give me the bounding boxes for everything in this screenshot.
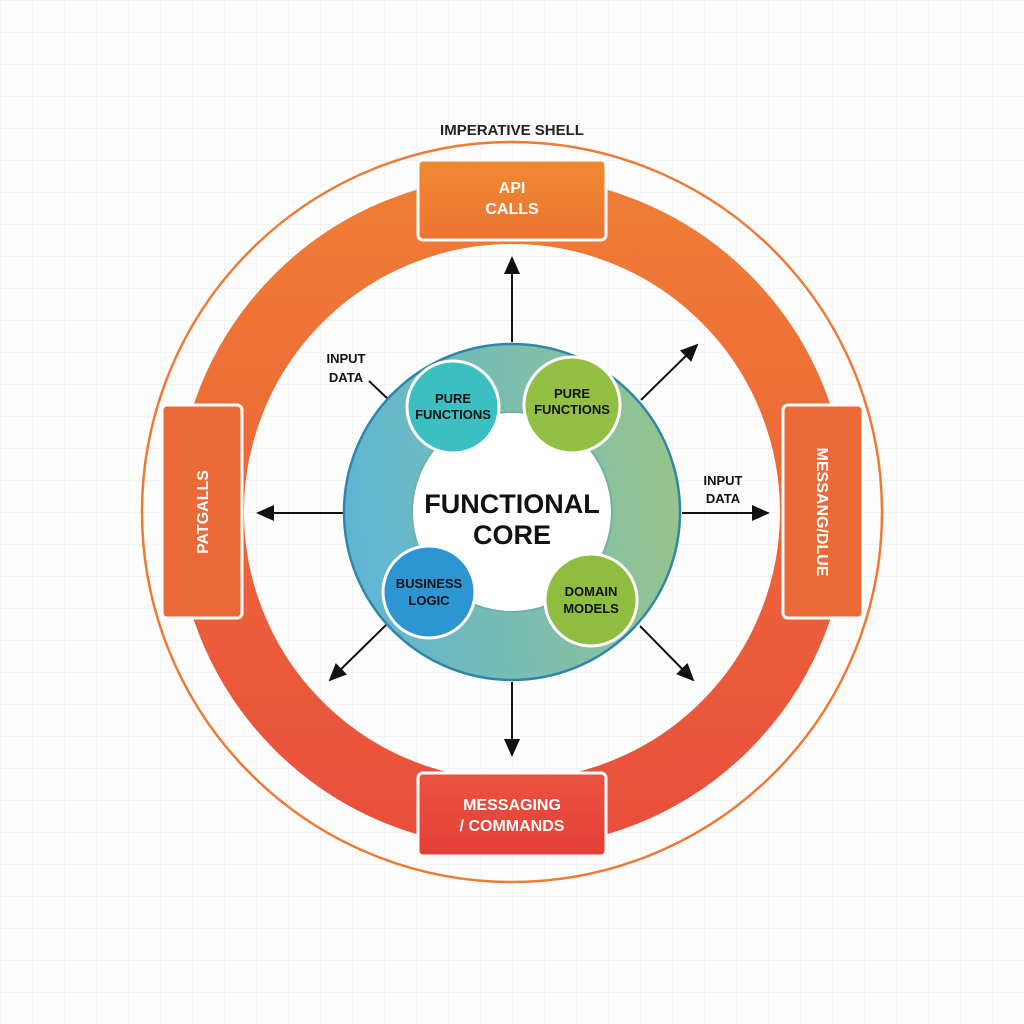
box-messaging-commands: MESSAGING / COMMANDS [416, 771, 608, 858]
node-label: PURE [554, 386, 590, 401]
box-label: MESSAGING [463, 797, 561, 814]
input-data-label-right-line2: DATA [706, 491, 741, 506]
input-data-label-left-line1: INPUT [327, 351, 366, 366]
node-pure-functions-1: PURE FUNCTIONS [405, 359, 501, 455]
box-label: / COMMANDS [460, 818, 565, 835]
box-label: API [499, 180, 526, 197]
core-title-line2: CORE [473, 520, 551, 550]
input-data-label-left-line2: DATA [329, 370, 364, 385]
outer-shell-boundary [140, 140, 884, 884]
input-data-pointer [368, 380, 389, 400]
node-label: DOMAIN [565, 584, 618, 599]
arrow-down-right [639, 625, 695, 682]
input-data-label-right-line1: INPUT [704, 473, 743, 488]
node-label: FUNCTIONS [534, 402, 610, 417]
box-label: CALLS [485, 201, 539, 218]
box-label: MESSANG/DLUE [813, 448, 830, 577]
node-label: BUSINESS [396, 576, 463, 591]
box-api-calls: API CALLS [416, 158, 608, 242]
diagram-title: IMPERATIVE SHELL [440, 122, 584, 139]
node-domain-models: DOMAIN MODELS [543, 552, 639, 648]
arrow-down-left [328, 624, 387, 682]
box-label: PATGALLS [195, 470, 212, 554]
arrows [256, 256, 770, 757]
node-label: MODELS [563, 601, 619, 616]
node-label: FUNCTIONS [415, 407, 491, 422]
node-label: PURE [435, 391, 471, 406]
node-label: LOGIC [408, 593, 450, 608]
node-business-logic: BUSINESS LOGIC [381, 544, 477, 640]
core-title-line1: FUNCTIONAL [424, 489, 599, 519]
box-right: MESSANG/DLUE [781, 403, 865, 620]
node-pure-functions-2: PURE FUNCTIONS [522, 355, 622, 455]
box-left: PATGALLS [160, 403, 244, 620]
arrow-up-right [640, 343, 699, 401]
